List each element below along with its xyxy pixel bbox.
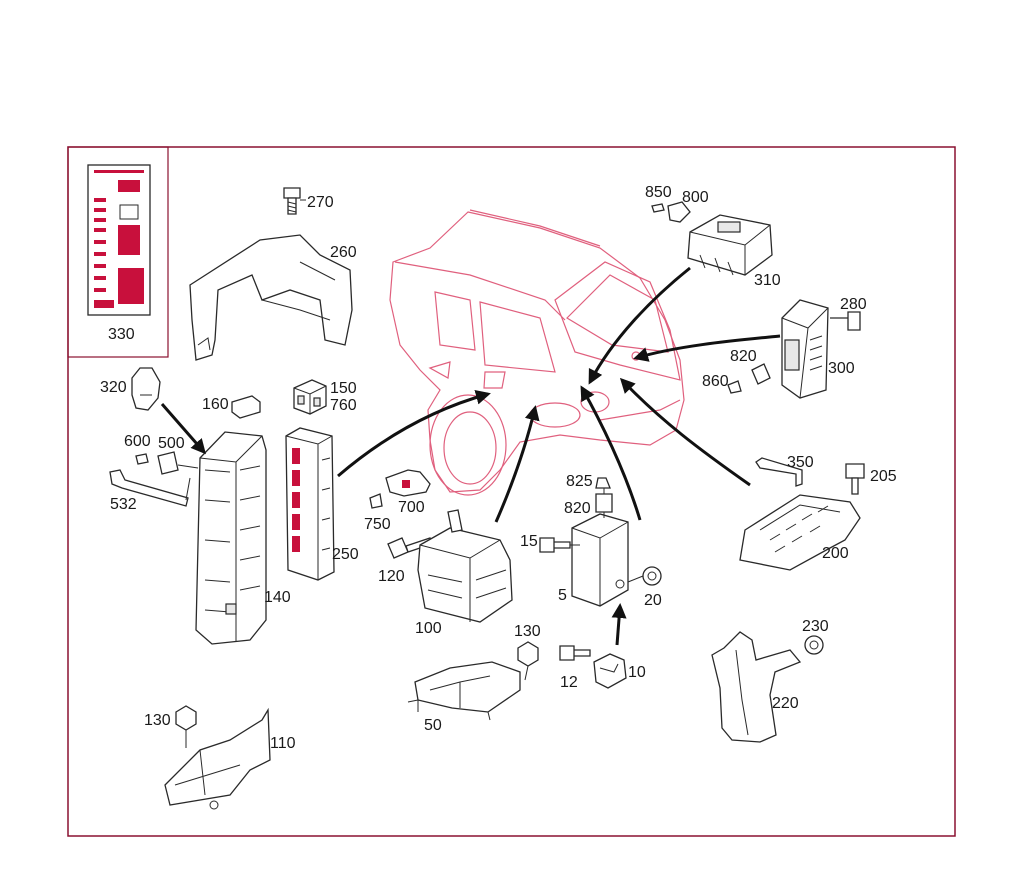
part-15-bolt[interactable] <box>539 537 571 553</box>
part-850-pin[interactable] <box>651 203 665 213</box>
callout-130-a: 130 <box>514 623 541 640</box>
part-130-nut-b[interactable] <box>175 705 197 731</box>
part-320-holder[interactable] <box>131 367 161 411</box>
callout-220: 220 <box>772 695 799 712</box>
diagram-frame <box>67 146 956 837</box>
part-50-bracket[interactable] <box>407 661 521 721</box>
callout-825: 825 <box>566 473 593 490</box>
callout-850: 850 <box>645 184 672 201</box>
callout-110: 110 <box>270 735 296 752</box>
part-280-screw[interactable] <box>830 311 861 331</box>
part-330-fuse-label[interactable] <box>87 164 151 316</box>
part-140-fuse-box[interactable] <box>195 431 267 645</box>
part-270-bolt[interactable] <box>283 187 301 215</box>
callout-320: 320 <box>100 379 127 396</box>
part-700-connector[interactable] <box>385 469 431 497</box>
callout-350: 350 <box>787 454 814 471</box>
callout-500: 500 <box>158 435 185 452</box>
callout-310: 310 <box>754 272 781 289</box>
part-820-connector-b[interactable] <box>595 493 613 513</box>
part-150-relay[interactable] <box>293 379 327 415</box>
part-600-pin[interactable] <box>135 453 149 465</box>
part-250-fuse-strip[interactable] <box>285 427 335 581</box>
callout-270: 270 <box>307 194 334 211</box>
part-110-bracket[interactable] <box>164 707 271 810</box>
part-230-nut[interactable] <box>804 635 824 655</box>
callout-600: 600 <box>124 433 151 450</box>
callout-750: 750 <box>364 516 391 533</box>
part-820-connector-a[interactable] <box>751 363 771 385</box>
part-310-control-module[interactable] <box>687 214 773 276</box>
callout-330: 330 <box>108 326 135 343</box>
part-300-control-module[interactable] <box>781 299 829 399</box>
part-825-pin[interactable] <box>595 477 611 489</box>
part-532-cable-tie[interactable] <box>109 469 189 507</box>
callout-50: 50 <box>424 717 442 734</box>
part-220-bracket[interactable] <box>711 631 802 743</box>
part-20-nut[interactable] <box>642 566 662 586</box>
part-160-fuse[interactable] <box>231 395 261 419</box>
label-inset-frame <box>67 146 169 358</box>
callout-820-a: 820 <box>730 348 757 365</box>
callout-5: 5 <box>558 587 567 604</box>
callouts: 330 270 260 850 800 310 280 820 860 300 … <box>100 184 897 752</box>
vehicle-outline <box>389 209 685 496</box>
part-100-bracket[interactable] <box>417 509 513 623</box>
part-200-box[interactable] <box>739 494 861 571</box>
part-130-nut-a[interactable] <box>517 641 539 667</box>
callout-230: 230 <box>802 618 829 635</box>
part-800-connector[interactable] <box>667 201 691 223</box>
callout-15: 15 <box>520 533 538 550</box>
callout-160: 160 <box>202 396 229 413</box>
part-350-clip[interactable] <box>755 457 803 487</box>
callout-205: 205 <box>870 468 897 485</box>
arrows <box>160 266 781 646</box>
callout-280: 280 <box>840 296 867 313</box>
callout-100: 100 <box>415 620 442 637</box>
callout-140: 140 <box>264 589 291 606</box>
callout-860: 860 <box>702 373 729 390</box>
callout-250: 250 <box>332 546 359 563</box>
part-500-connector[interactable] <box>157 451 179 475</box>
callout-150: 150 <box>330 380 357 397</box>
part-860-pin[interactable] <box>727 380 742 394</box>
part-750-pin[interactable] <box>369 493 383 509</box>
callout-20: 20 <box>644 592 662 609</box>
part-12-bolt[interactable] <box>559 645 591 661</box>
part-260-bracket[interactable] <box>189 234 353 361</box>
part-5-control-unit[interactable] <box>571 513 629 607</box>
callout-760: 760 <box>330 397 357 414</box>
callout-800: 800 <box>682 189 709 206</box>
callout-200: 200 <box>822 545 849 562</box>
callout-532: 532 <box>110 496 137 513</box>
callout-130-b: 130 <box>144 712 171 729</box>
callout-300: 300 <box>828 360 855 377</box>
part-205-bolt[interactable] <box>845 463 865 495</box>
callout-10: 10 <box>628 664 646 681</box>
callout-820-b: 820 <box>564 500 591 517</box>
callout-260: 260 <box>330 244 357 261</box>
leader-lines <box>177 199 644 748</box>
callout-12: 12 <box>560 674 578 691</box>
callout-120: 120 <box>378 568 405 585</box>
callout-700: 700 <box>398 499 425 516</box>
part-10-clip[interactable] <box>593 653 627 689</box>
